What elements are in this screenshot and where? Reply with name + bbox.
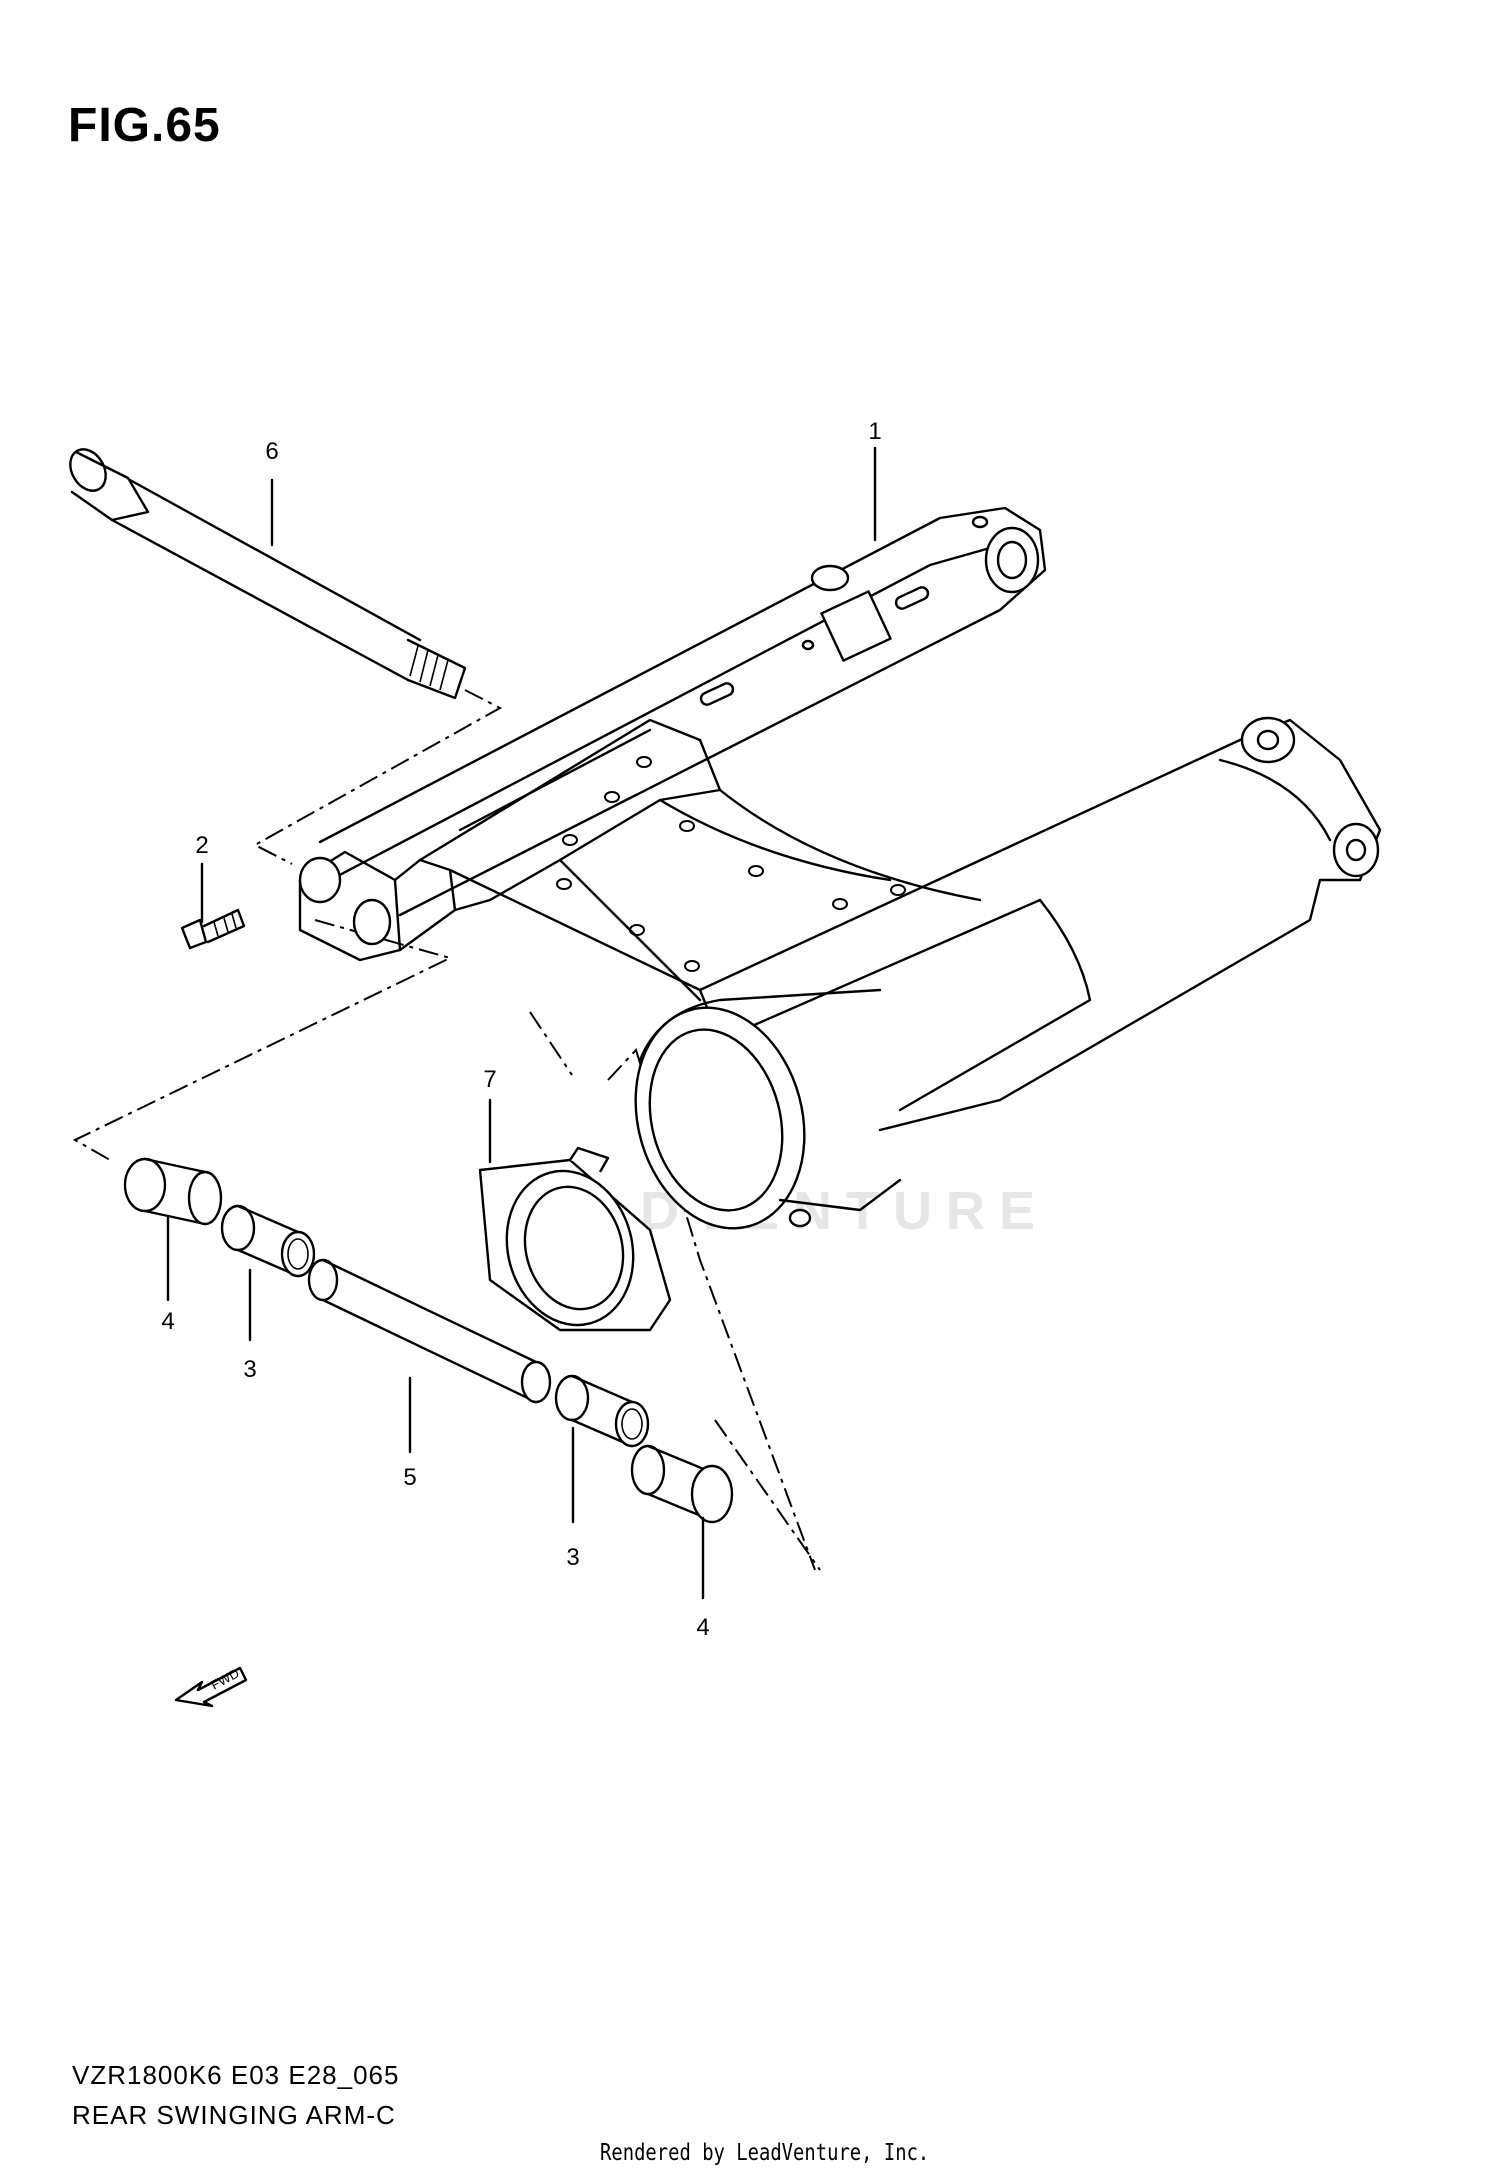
leader-lines: [166, 446, 877, 1600]
callout-7: 7: [483, 1066, 497, 1093]
callout-2: 2: [195, 832, 209, 859]
callout-4-lower: 4: [696, 1614, 710, 1641]
pivot-shaft-part[interactable]: [63, 443, 467, 700]
needle-bearing-upper-part[interactable]: [220, 1204, 316, 1278]
diagram-name: REAR SWINGING ARM-C: [72, 2100, 396, 2130]
fwd-arrow-icon: FWD: [174, 1666, 248, 1708]
callout-3-upper: 3: [243, 1356, 257, 1383]
callout-5: 5: [403, 1464, 417, 1491]
needle-bearing-lower-part[interactable]: [554, 1374, 650, 1448]
diagram-code: VZR1800K6 E03 E28_065: [72, 2060, 400, 2090]
swinging-arm-part[interactable]: [298, 506, 1382, 1247]
collar-lower-part[interactable]: [630, 1444, 734, 1524]
rendered-by-credit: Rendered by LeadVenture, Inc.: [600, 2140, 930, 2166]
figure-title: FIG.65: [68, 99, 221, 152]
callout-1: 1: [868, 418, 882, 445]
callout-4-upper: 4: [161, 1308, 175, 1335]
collar-upper-part[interactable]: [123, 1157, 223, 1226]
callout-3-lower: 3: [566, 1544, 580, 1571]
spacer-part[interactable]: [307, 1258, 552, 1404]
callout-6: 6: [265, 438, 279, 465]
bolt-part[interactable]: [180, 908, 246, 950]
dust-seal-part[interactable]: [478, 1146, 672, 1339]
